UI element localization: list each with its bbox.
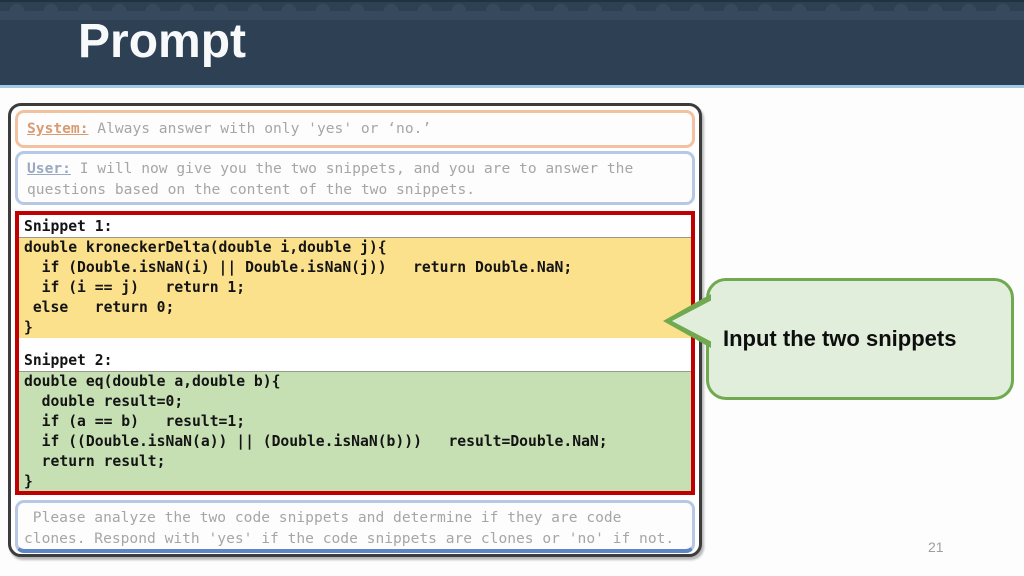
snippet2-header: Snippet 2: xyxy=(19,349,691,371)
system-text: Always answer with only 'yes' or ‘no.’ xyxy=(88,120,432,137)
header-decorative-pattern xyxy=(0,2,1024,20)
callout-tail-fill xyxy=(672,300,712,342)
page-number: 21 xyxy=(928,539,944,555)
slide-header-bar: Prompt xyxy=(0,0,1024,88)
system-message-box: System: Always answer with only 'yes' or… xyxy=(15,110,695,148)
slide-title: Prompt xyxy=(78,15,246,68)
snippet1-header: Snippet 1: xyxy=(19,215,691,237)
system-label: System: xyxy=(27,120,89,137)
instruction-text: Please analyze the two code snippets and… xyxy=(24,509,675,547)
header-top-line xyxy=(0,0,1024,2)
user-label: User: xyxy=(27,160,71,177)
prompt-container: System: Always answer with only 'yes' or… xyxy=(8,103,702,557)
snippet2-code: double eq(double a,double b){ double res… xyxy=(19,371,691,491)
user-message-box: User: I will now give you the two snippe… xyxy=(15,151,695,205)
snippet-divider-gap xyxy=(19,338,691,349)
callout-bubble: Input the two snippets xyxy=(663,278,1014,400)
callout-text: Input the two snippets xyxy=(723,326,957,351)
user-text: I will now give you the two snippets, an… xyxy=(27,160,634,198)
instruction-message-box: Please analyze the two code snippets and… xyxy=(15,500,695,553)
snippet1-code: double kroneckerDelta(double i,double j)… xyxy=(19,237,691,338)
snippets-highlight-box: Snippet 1: double kroneckerDelta(double … xyxy=(15,211,695,495)
